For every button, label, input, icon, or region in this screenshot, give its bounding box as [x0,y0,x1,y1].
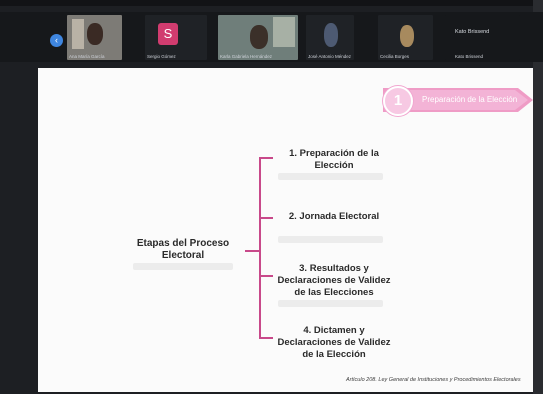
stage-item-3: 3. Resultados y Declaraciones de Validez… [277,263,391,298]
connector-root [245,250,259,252]
participant-tile[interactable]: Cecilia Borges [378,15,433,60]
participant-tile[interactable]: Kato Brissend Kato Brissend [445,15,520,60]
connector-item-3 [259,275,273,277]
connector-trunk [259,157,261,339]
participant-tile[interactable]: José Antonio Méndez [306,15,354,60]
process-root-label: Etapas del Proceso Electoral [136,238,230,261]
participant-name: Sergio Gómez [147,54,176,59]
participant-name: José Antonio Méndez [308,54,352,59]
participant-tile[interactable]: Karla Gabriela Hernández [218,15,298,60]
connector-item-1 [259,157,273,159]
participant-name: Cecilia Borges [380,54,410,59]
participant-name: Kato Brissend [455,54,484,59]
participant-name: Ana María García [69,54,105,59]
faded-background-text [278,236,383,243]
connector-item-4 [259,337,273,339]
legal-citation: Artículo 208. Ley General de Institucion… [346,377,521,383]
section-number: 1 [383,86,413,116]
faded-background-text [133,263,233,270]
participant-video [400,25,414,47]
faded-background-text [278,300,383,307]
stage-item-1: 1. Preparación de la Elección [289,148,379,171]
screen-right-edge [533,0,543,394]
previous-page-button[interactable]: ‹ [50,34,63,47]
stage-item-2: 2. Jornada Electoral [288,211,380,222]
screen-top-band [0,0,543,6]
section-title: Preparación de la Elección [422,95,518,104]
stage-item-4: 4. Dictamen y Declaraciones de Validez d… [277,325,391,360]
participant-name: Kato Brissend [455,29,490,35]
connector-item-2 [259,217,273,219]
participant-video [324,23,338,47]
participant-tile[interactable]: S Sergio Gómez [145,15,207,60]
participant-avatar: S [158,23,178,45]
faded-background-text [278,173,383,180]
section-banner [383,88,533,112]
participant-video [87,23,103,45]
participant-name: Karla Gabriela Hernández [220,54,273,59]
participant-video [250,25,268,49]
shared-slide: 1 Preparación de la Elección Etapas del … [38,68,533,392]
participant-tile[interactable]: Ana María García [67,15,122,60]
